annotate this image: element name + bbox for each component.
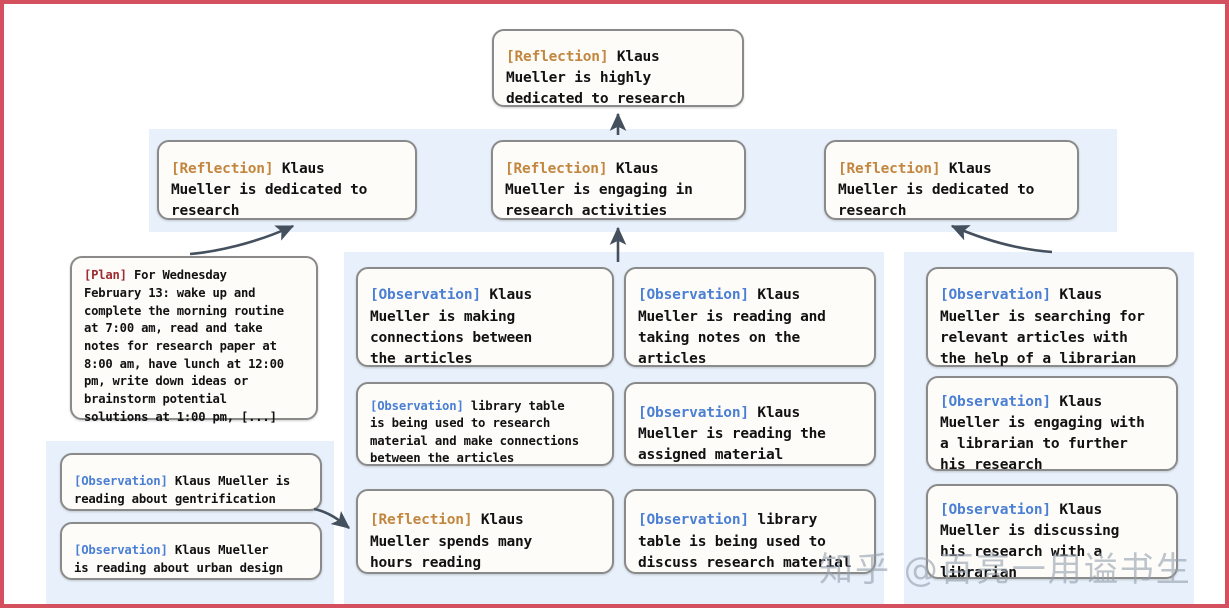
node-body: Klaus Mueller is making connections betw… xyxy=(370,287,533,367)
node-body: Klaus Mueller is discussing his research… xyxy=(940,501,1120,582)
node-body: Klaus Mueller is engaging in research ac… xyxy=(505,160,693,220)
right-center-observation-node-3[interactable]: [Observation] library table is being use… xyxy=(624,489,876,574)
zhihu-watermark: 知乎 @百亮一用谥书生 xyxy=(819,550,1192,590)
node-body: Klaus Mueller is reading about urban des… xyxy=(74,543,283,575)
node-body: Klaus Mueller spends many hours reading xyxy=(370,512,533,571)
node-tag: [Plan] xyxy=(84,268,127,283)
node-text: [Observation] Klaus Mueller is discussin… xyxy=(928,479,1131,584)
node-text: [Observation] Klaus Mueller is making co… xyxy=(358,264,544,369)
right-center-observation-node-2[interactable]: [Observation] Klaus Mueller is reading t… xyxy=(624,382,876,466)
node-text: [Observation] library table is being use… xyxy=(358,380,591,467)
right-observation-node-1[interactable]: [Observation] Klaus Mueller is searching… xyxy=(926,267,1178,367)
center-observation-node-2[interactable]: [Observation] library table is being use… xyxy=(356,382,614,466)
node-tag: [Observation] xyxy=(940,501,1051,518)
node-body: Klaus Mueller is reading the assigned ma… xyxy=(638,404,826,464)
node-body: Klaus Mueller is reading about gentrific… xyxy=(74,474,291,506)
node-tag: [Observation] xyxy=(638,512,749,529)
node-tag: [Observation] xyxy=(370,398,464,413)
node-text: [Reflection] Klaus Mueller spends many h… xyxy=(358,489,544,573)
node-body: Klaus Mueller is engaging with a librari… xyxy=(940,393,1145,474)
right-center-observation-node-1[interactable]: [Observation] Klaus Mueller is reading a… xyxy=(624,267,876,367)
middle-reflection-node-1[interactable]: [Reflection] Klaus Mueller is dedicated … xyxy=(157,140,417,220)
left-observation-node-1[interactable]: [Observation] Klaus Mueller is reading a… xyxy=(60,453,322,511)
node-text: [Reflection] Klaus Mueller is engaging i… xyxy=(493,138,705,222)
node-body: Klaus Mueller is dedicated to research xyxy=(171,160,368,220)
center-observation-node-1[interactable]: [Observation] Klaus Mueller is making co… xyxy=(356,267,614,367)
node-body: Klaus Mueller is reading and taking note… xyxy=(638,287,826,367)
node-text: [Observation] Klaus Mueller is engaging … xyxy=(928,371,1157,476)
node-body: Klaus Mueller is searching for relevant … xyxy=(940,287,1145,367)
node-text: [Reflection] Klaus Mueller is dedicated … xyxy=(826,138,1046,222)
middle-reflection-node-3[interactable]: [Reflection] Klaus Mueller is dedicated … xyxy=(824,140,1079,220)
node-text: [Observation] Klaus Mueller is reading t… xyxy=(626,382,838,466)
center-reflection-node-3[interactable]: [Reflection] Klaus Mueller spends many h… xyxy=(356,489,614,574)
node-tag: [Observation] xyxy=(940,393,1051,410)
right-observation-node-3[interactable]: [Observation] Klaus Mueller is discussin… xyxy=(926,484,1178,581)
node-body: Klaus Mueller is highly dedicated to res… xyxy=(506,48,686,108)
node-text: [Observation] Klaus Mueller is reading a… xyxy=(62,525,295,577)
node-body: library table is being used to research … xyxy=(370,398,579,466)
node-tag: [Observation] xyxy=(638,404,749,421)
node-tag: [Observation] xyxy=(74,474,168,489)
right-observation-node-2[interactable]: [Observation] Klaus Mueller is engaging … xyxy=(926,376,1178,473)
top-reflection-node[interactable]: [Reflection] Klaus Mueller is highly ded… xyxy=(492,29,744,107)
node-text: [Observation] Klaus Mueller is reading a… xyxy=(62,456,302,508)
plan-node[interactable]: [Plan] For Wednesday February 13: wake u… xyxy=(70,256,318,424)
node-tag: [Reflection] xyxy=(505,160,608,177)
node-body: For Wednesday February 13: wake up and c… xyxy=(84,268,284,424)
middle-reflection-node-2[interactable]: [Reflection] Klaus Mueller is engaging i… xyxy=(491,140,746,220)
node-text: [Reflection] Klaus Mueller is highly ded… xyxy=(494,26,697,110)
node-tag: [Reflection] xyxy=(171,160,274,177)
node-body: Klaus Mueller is dedicated to research xyxy=(838,160,1035,220)
node-tag: [Reflection] xyxy=(370,512,473,529)
node-tag: [Observation] xyxy=(74,543,168,558)
node-text: [Reflection] Klaus Mueller is dedicated … xyxy=(159,138,379,222)
node-text: [Plan] For Wednesday February 13: wake u… xyxy=(72,250,296,427)
node-text: [Observation] Klaus Mueller is searching… xyxy=(928,264,1157,369)
node-tag: [Reflection] xyxy=(838,160,941,177)
node-tag: [Observation] xyxy=(370,287,481,304)
left-observation-node-2[interactable]: [Observation] Klaus Mueller is reading a… xyxy=(60,522,322,580)
node-tag: [Reflection] xyxy=(506,48,609,65)
node-tag: [Observation] xyxy=(638,287,749,304)
node-text: [Observation] Klaus Mueller is reading a… xyxy=(626,264,838,369)
node-body: library table is being used to discuss r… xyxy=(638,512,852,571)
node-text: [Observation] library table is being use… xyxy=(626,489,863,573)
node-tag: [Observation] xyxy=(940,287,1051,304)
